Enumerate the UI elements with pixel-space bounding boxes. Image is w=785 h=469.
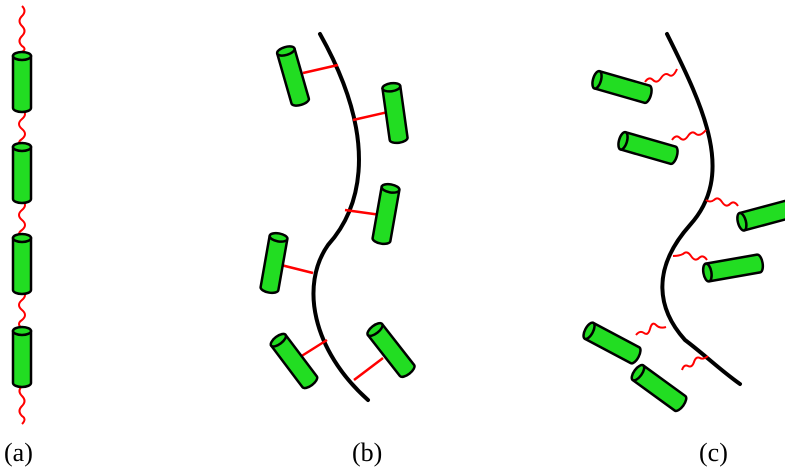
panel-c-label: (c) bbox=[699, 438, 728, 467]
spacer-b-2 bbox=[352, 110, 389, 122]
mesogen-c-5 bbox=[580, 319, 644, 367]
spacer-b-4 bbox=[280, 263, 314, 275]
mesogen-a-4 bbox=[11, 325, 33, 389]
spacer-b-5 bbox=[299, 338, 328, 359]
mesogen-c-4 bbox=[700, 252, 766, 284]
panel-b-side-chain bbox=[258, 32, 418, 402]
mesogen-c-3 bbox=[734, 197, 785, 233]
mesogen-b-1 bbox=[274, 43, 312, 109]
mesogen-b-4 bbox=[258, 230, 290, 296]
mesogen-b-2 bbox=[380, 80, 410, 146]
mesogen-b-6 bbox=[364, 319, 418, 381]
mesogen-a-3 bbox=[11, 232, 33, 296]
spacer-c-3 bbox=[705, 197, 739, 207]
panel-a-label: (a) bbox=[4, 438, 33, 467]
mesogen-c-6 bbox=[628, 361, 690, 415]
panel-b-spacers bbox=[280, 63, 389, 381]
mesogen-a-1 bbox=[11, 50, 33, 114]
spacer-a-2 bbox=[18, 199, 26, 239]
mesogen-b-5 bbox=[267, 330, 321, 392]
spacer-c-1 bbox=[644, 68, 678, 83]
spacer-c-6 bbox=[681, 355, 709, 371]
backbone-c bbox=[660, 32, 742, 386]
mesogen-c-1 bbox=[589, 68, 655, 106]
panel-c-spacers bbox=[635, 68, 739, 371]
mesogen-b-3 bbox=[370, 181, 402, 247]
spacer-c-5 bbox=[635, 322, 667, 336]
spacer-b-3 bbox=[344, 208, 382, 217]
panel-a-main-chain bbox=[11, 5, 33, 425]
backbone-b bbox=[311, 32, 370, 402]
mesogen-c-2 bbox=[615, 129, 681, 167]
spacer-a-1 bbox=[18, 108, 26, 148]
panel-b-label: (b) bbox=[352, 438, 382, 467]
spacer-a-bottom bbox=[18, 385, 26, 425]
panel-a-spacers bbox=[18, 5, 26, 425]
spacer-c-2 bbox=[671, 129, 707, 141]
spacer-b-1 bbox=[302, 63, 339, 75]
mesogen-a-2 bbox=[11, 141, 33, 205]
spacer-a-3 bbox=[18, 289, 26, 329]
spacer-c-4 bbox=[672, 251, 708, 261]
spacer-b-6 bbox=[353, 357, 384, 381]
spacer-a-top bbox=[18, 5, 26, 53]
panel-c-side-chain bbox=[580, 32, 785, 415]
